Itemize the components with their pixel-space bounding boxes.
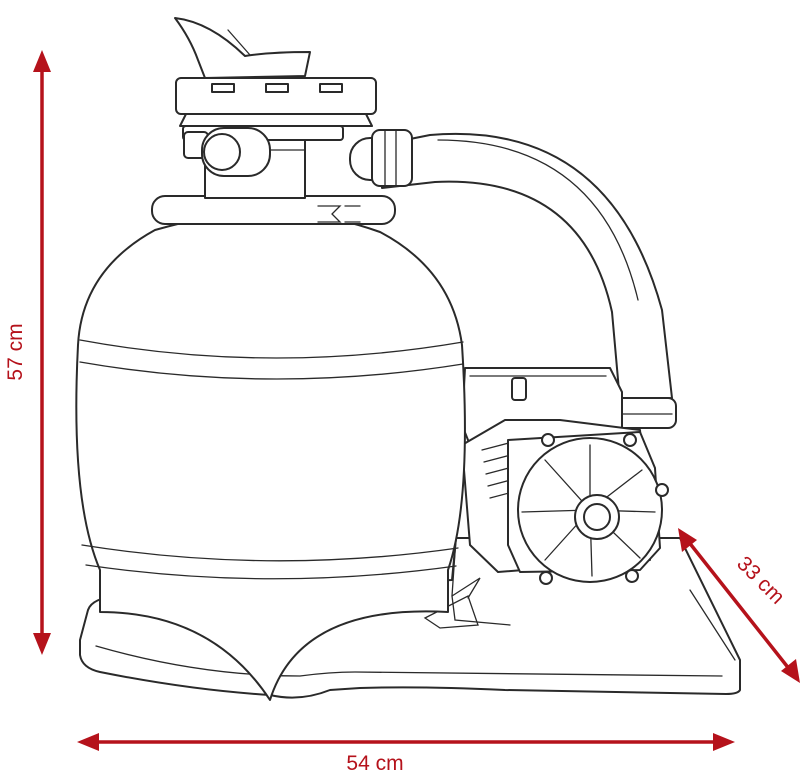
connecting-hose bbox=[379, 132, 677, 429]
valve-side-port-left bbox=[183, 127, 271, 177]
pump-unit bbox=[461, 367, 669, 585]
width-label: 54 cm bbox=[346, 752, 403, 775]
filter-tank bbox=[75, 213, 466, 701]
dimension-lines bbox=[33, 50, 800, 751]
height-dimension-arrow bbox=[33, 50, 51, 655]
valve-side-port-right bbox=[349, 129, 413, 187]
width-dimension-arrow bbox=[77, 733, 735, 751]
depth-label: 33 cm bbox=[732, 552, 789, 609]
valve-clamp-ring bbox=[151, 195, 396, 225]
depth-dimension-arrow bbox=[678, 528, 800, 683]
valve-handle bbox=[174, 17, 311, 79]
height-label: 57 cm bbox=[4, 323, 27, 380]
sand-filter-pump-illustration bbox=[75, 17, 741, 701]
multiport-valve bbox=[151, 17, 413, 225]
